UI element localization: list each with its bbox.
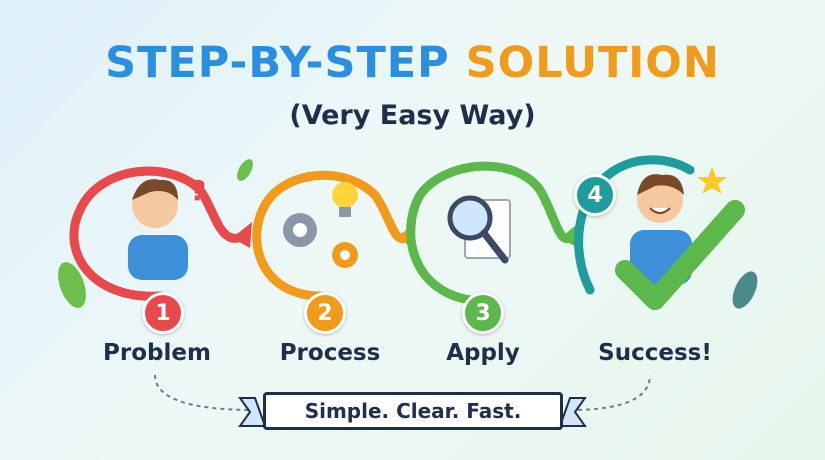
arc-success [574,155,695,295]
checkmark-icon [615,200,745,310]
arc-apply [406,161,577,305]
arc-process [252,170,413,301]
gears-icon [283,213,358,268]
confused-person-icon: ? [128,174,206,280]
step-label-success: Success! [598,340,712,366]
leaf-icon [237,159,253,181]
star-icon [697,167,727,194]
banner-ribbon-right [558,397,587,427]
dashed-connector-left [154,374,256,411]
arc-problem [69,166,250,301]
leaf-icon [732,271,758,309]
subtitle: (Very Easy Way) [289,100,536,131]
title-part-1: STEP-BY-STEP [105,38,450,88]
lightbulb-icon [332,182,358,217]
page-title: STEP-BY-STEP SOLUTION [0,38,825,88]
document-magnifier-icon [447,195,511,264]
leaf-icon [58,262,86,308]
step-3-badge: 3 [462,292,504,334]
title-part-2: SOLUTION [465,38,720,88]
arrow-problem-icon [232,222,252,248]
step-4-badge: 4 [574,174,616,216]
step-2-badge: 2 [304,292,346,334]
step-1-badge: 1 [142,292,184,334]
banner-ribbon-left [238,397,267,427]
step-label-apply: Apply [446,340,520,366]
step-label-process: Process [279,340,381,366]
svg-text:?: ? [190,174,206,207]
tagline-banner: Simple. Clear. Fast. [263,392,563,430]
step-label-problem: Problem [103,340,211,366]
dashed-connector-right [569,374,651,411]
